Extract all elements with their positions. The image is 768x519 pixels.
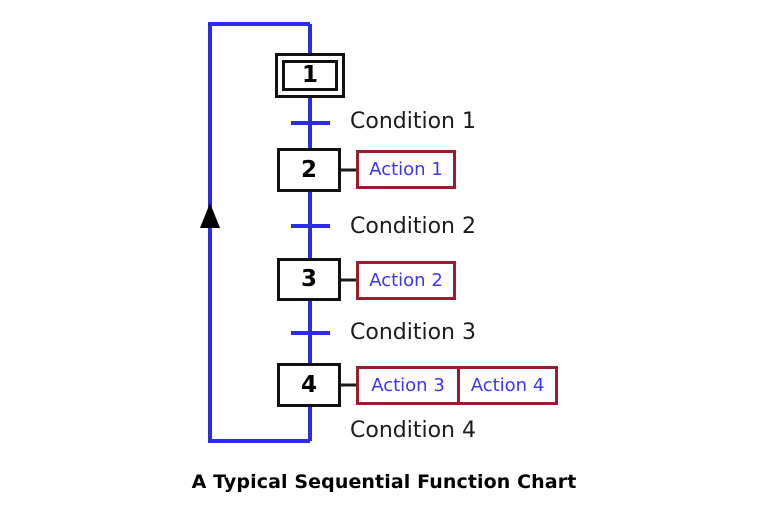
- condition-label-1: Condition 1: [350, 109, 476, 134]
- step-4-number: 4: [300, 371, 317, 398]
- step-4[interactable]: 4: [277, 363, 341, 407]
- action-cell-action-4[interactable]: Action 4: [457, 369, 555, 402]
- action-group-step-4[interactable]: Action 3 Action 4: [356, 366, 558, 405]
- condition-label-4: Condition 4: [350, 418, 476, 443]
- action-cell-action-3[interactable]: Action 3: [359, 369, 457, 402]
- return-loop-path: [208, 22, 310, 443]
- step-1-number: 1: [301, 62, 318, 88]
- step-2[interactable]: 2: [277, 148, 341, 192]
- step-1-inner-frame: 1: [282, 60, 338, 91]
- action-cell-action-1[interactable]: Action 1: [359, 153, 453, 186]
- chart-caption: A Typical Sequential Function Chart: [191, 471, 577, 493]
- step-3[interactable]: 3: [277, 258, 341, 301]
- condition-label-3: Condition 3: [350, 320, 476, 345]
- step-3-number: 3: [300, 266, 317, 292]
- step-2-number: 2: [300, 156, 317, 183]
- return-arrow-icon: [200, 203, 220, 228]
- action-group-step-3[interactable]: Action 2: [356, 261, 456, 300]
- step-1-initial[interactable]: 1: [275, 53, 345, 98]
- condition-label-2: Condition 2: [350, 214, 476, 239]
- action-group-step-2[interactable]: Action 1: [356, 150, 456, 189]
- action-cell-action-2[interactable]: Action 2: [359, 264, 453, 297]
